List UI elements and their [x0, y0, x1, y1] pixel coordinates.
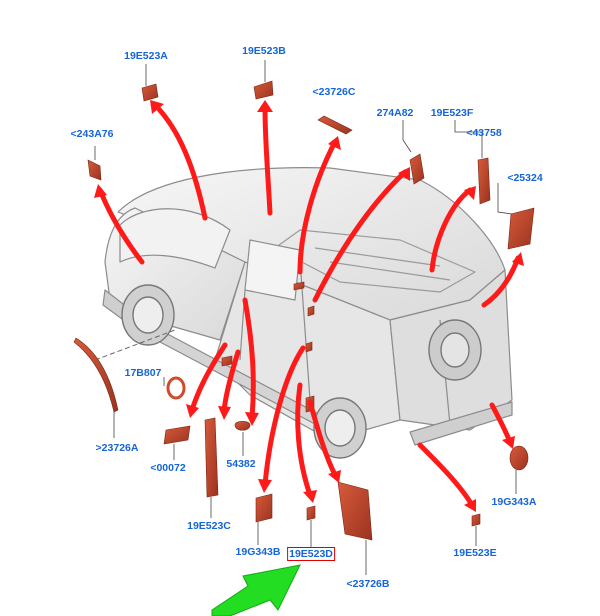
arrowhead-icon: [512, 252, 524, 266]
part-23726A: [73, 337, 119, 413]
part-small-3: [305, 341, 313, 353]
label-274A82[interactable]: 274A82: [376, 107, 414, 119]
label-17B807[interactable]: 17B807: [124, 367, 162, 379]
arrowhead-icon: [94, 184, 107, 198]
label-19E523E[interactable]: 19E523E: [453, 547, 497, 559]
label-23726B[interactable]: <23726B: [346, 578, 390, 590]
parts: [73, 80, 535, 541]
label-19G343A[interactable]: 19G343A: [491, 496, 537, 508]
part-17B807: [166, 376, 186, 400]
arrowhead-icon: [464, 499, 476, 512]
arrowhead-icon: [328, 136, 341, 150]
label-19E523C[interactable]: 19E523C: [187, 520, 231, 532]
van-bumper-rear: [409, 401, 513, 446]
arrowhead-icon: [502, 436, 515, 449]
part-19G343B: [255, 493, 273, 523]
label-19E523F[interactable]: 19E523F: [430, 107, 474, 119]
label-23726A[interactable]: >23726A: [95, 442, 139, 454]
part-43758: [477, 157, 491, 205]
label-54382[interactable]: 54382: [226, 458, 256, 470]
red-arrows: [97, 102, 521, 508]
arrowhead-icon: [245, 412, 259, 426]
label-19E523B[interactable]: 19E523B: [242, 45, 286, 57]
van-rack-bar: [314, 247, 441, 267]
green-pointer-arrow-icon: [211, 564, 301, 616]
arrowhead-icon: [150, 100, 164, 114]
arrowhead-icon: [398, 167, 410, 181]
van-illustration: [102, 167, 513, 446]
part-19E523C: [204, 417, 219, 498]
part-54382: [234, 420, 251, 431]
arrowhead-icon: [328, 470, 341, 483]
part-23726C: [317, 115, 353, 135]
part-19E523A: [141, 83, 159, 102]
part-small-5: [293, 281, 305, 291]
dash-centerline: [94, 329, 176, 361]
part-243A76: [87, 159, 102, 181]
arrowhead-icon: [257, 100, 273, 112]
arrowhead-icon: [258, 479, 272, 493]
part-23726B: [337, 481, 373, 541]
van-rack-bar: [329, 261, 451, 281]
label-23726C[interactable]: <23726C: [312, 86, 356, 98]
part-small-2: [307, 305, 315, 317]
part-274A82: [409, 153, 425, 185]
label-25324[interactable]: <25324: [507, 172, 543, 184]
arrowhead-icon: [303, 490, 317, 503]
part-19G343A: [509, 445, 529, 471]
van-windshield: [119, 208, 231, 269]
label-19E523D[interactable]: 19E523D: [287, 547, 335, 561]
arrowhead-icon: [464, 186, 476, 200]
label-243A76[interactable]: <243A76: [70, 128, 114, 140]
label-00072[interactable]: <00072: [150, 462, 186, 474]
part-00072: [163, 425, 191, 445]
van-side-window: [244, 239, 301, 301]
van-wheels: [121, 284, 482, 459]
arrowhead-icon: [218, 406, 231, 420]
part-19E523B: [253, 80, 274, 100]
label-19G343B[interactable]: 19G343B: [235, 546, 281, 558]
red-arrowheads: [94, 100, 524, 512]
part-small-1: [221, 355, 233, 367]
part-19E523D: [306, 505, 316, 521]
arrowhead-icon: [186, 404, 199, 418]
label-19E523A[interactable]: 19E523A: [124, 50, 168, 62]
part-19E523E: [471, 513, 481, 527]
van-roof: [117, 167, 506, 321]
part-25324: [507, 207, 535, 250]
leader-lines: [94, 60, 517, 575]
label-43758[interactable]: <43758: [466, 127, 502, 139]
